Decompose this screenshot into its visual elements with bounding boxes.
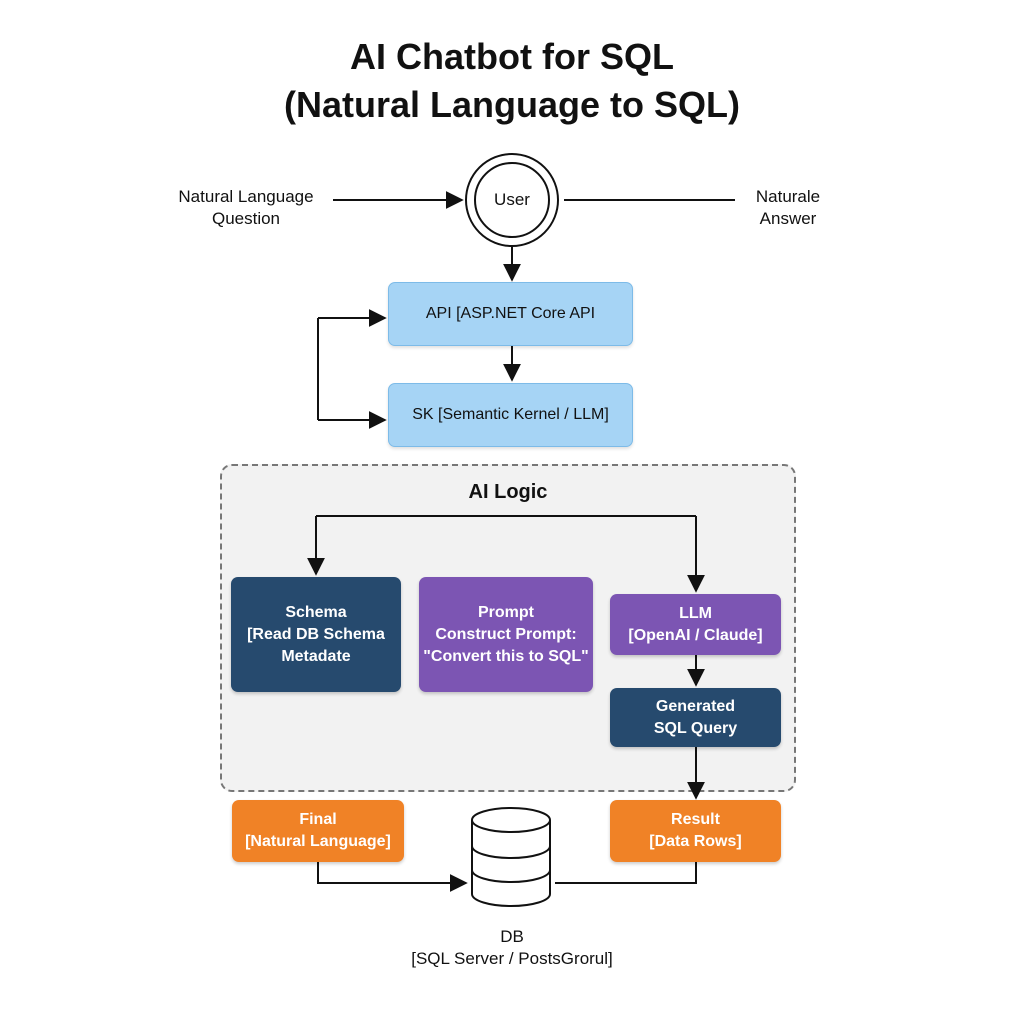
- ai-logic-title: AI Logic: [468, 481, 548, 503]
- final-line2: [Natural Language]: [245, 833, 391, 850]
- user-node: User: [465, 153, 559, 247]
- final-to-db-path: [317, 862, 468, 892]
- output-label: Naturale Answer: [728, 186, 848, 230]
- db-to-result-path: [555, 862, 697, 884]
- result-line1: Result: [671, 811, 720, 828]
- generated-sql-box: Generated SQL Query: [610, 688, 781, 747]
- api-box: API [ASP.NET Core API: [388, 282, 633, 346]
- input-label: Natural Language Question: [160, 186, 332, 230]
- input-label-line2: Question: [211, 209, 281, 228]
- schema-line1: Schema: [285, 603, 347, 621]
- result-line2: [Data Rows]: [649, 833, 742, 850]
- diagram-title-line2: (Natural Language to SQL): [283, 84, 740, 125]
- db-label: DB [SQL Server / PostsGrorul]: [362, 926, 662, 970]
- db-label-line1: DB: [500, 927, 524, 946]
- output-label-line1: Naturale: [755, 187, 821, 206]
- llm-line2: [OpenAI / Claude]: [628, 626, 763, 644]
- input-label-line1: Natural Language: [178, 187, 314, 206]
- schema-box: Schema [Read DB Schema Metadate: [231, 577, 401, 692]
- generated-line1: Generated: [655, 697, 736, 715]
- diagram-title-line1: AI Chatbot for SQL: [350, 36, 674, 77]
- result-box: Result [Data Rows]: [610, 800, 781, 862]
- prompt-line3: "Convert this to SQL": [423, 647, 589, 665]
- prompt-line1: Prompt: [478, 603, 534, 621]
- schema-line3: Metadate: [281, 647, 351, 665]
- db-label-line2: [SQL Server / PostsGrorul]: [411, 949, 613, 968]
- user-node-label: User: [474, 162, 550, 238]
- generated-line2: SQL Query: [653, 719, 738, 737]
- database-icon: [471, 807, 551, 907]
- final-line1: Final: [299, 811, 337, 828]
- output-label-line2: Answer: [759, 209, 817, 228]
- schema-line2: [Read DB Schema: [247, 625, 385, 643]
- llm-line1: LLM: [679, 604, 712, 622]
- prompt-box: Prompt Construct Prompt: "Convert this t…: [419, 577, 593, 692]
- llm-box: LLM [OpenAI / Claude]: [610, 594, 781, 655]
- prompt-line2: Construct Prompt:: [435, 625, 577, 643]
- final-box: Final [Natural Language]: [232, 800, 404, 862]
- sk-box: SK [Semantic Kernel / LLM]: [388, 383, 633, 447]
